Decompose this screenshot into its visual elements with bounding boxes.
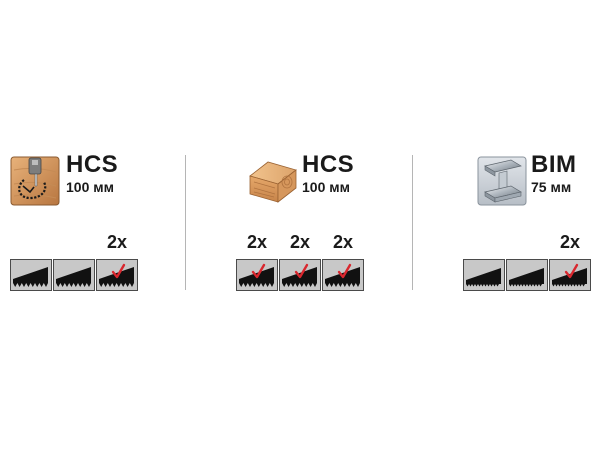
- group-divider: [412, 155, 413, 290]
- cut-tile: 2x: [322, 232, 364, 291]
- quantity-label: 2x: [246, 232, 268, 252]
- cut-quality-tiles: 2x 2x 2x: [236, 232, 364, 291]
- blade-group-3: BIM 75 мм 2x: [463, 150, 600, 295]
- cut-coarse-checked-icon: [236, 259, 278, 291]
- cut-fine-checked-icon: [549, 259, 591, 291]
- quantity-label: 2x: [106, 232, 128, 252]
- cut-tile: 2x: [279, 232, 321, 291]
- cut-coarse-icon: [53, 259, 95, 291]
- blade-group-1: HCS 100 мм 2x: [10, 150, 160, 295]
- blade-group-2: HCS 100 мм 2x 2x: [236, 150, 386, 295]
- quantity-label: 2x: [289, 232, 311, 252]
- group-divider: [185, 155, 186, 290]
- quantity-label: 2x: [332, 232, 354, 252]
- cut-coarse-checked-icon: [96, 259, 138, 291]
- cut-quality-tiles: 2x: [10, 232, 138, 291]
- cut-coarse-checked-icon: [279, 259, 321, 291]
- cut-coarse-checked-icon: [322, 259, 364, 291]
- blade-length-label: 100 мм: [66, 179, 114, 195]
- cut-tile: [463, 259, 505, 291]
- steel-i-beam-icon: [477, 156, 527, 206]
- cut-fine-icon: [506, 259, 548, 291]
- cut-tile: 2x: [549, 232, 591, 291]
- quantity-label: 2x: [559, 232, 581, 252]
- cut-tile: [10, 259, 52, 291]
- cut-tile: [53, 259, 95, 291]
- cut-tile: 2x: [96, 232, 138, 291]
- cut-quality-tiles: 2x: [463, 232, 591, 291]
- cut-tile: 2x: [236, 232, 278, 291]
- wood-beam-icon: [248, 156, 298, 206]
- blade-type-label: HCS: [302, 151, 355, 178]
- blade-type-label: HCS: [66, 151, 119, 178]
- wood-curve-cut-icon: [10, 156, 60, 206]
- cut-coarse-icon: [10, 259, 52, 291]
- blade-length-label: 75 мм: [531, 179, 572, 195]
- blade-type-label: BIM: [531, 151, 577, 178]
- cut-fine-icon: [463, 259, 505, 291]
- blade-length-label: 100 мм: [302, 179, 350, 195]
- cut-tile: [506, 259, 548, 291]
